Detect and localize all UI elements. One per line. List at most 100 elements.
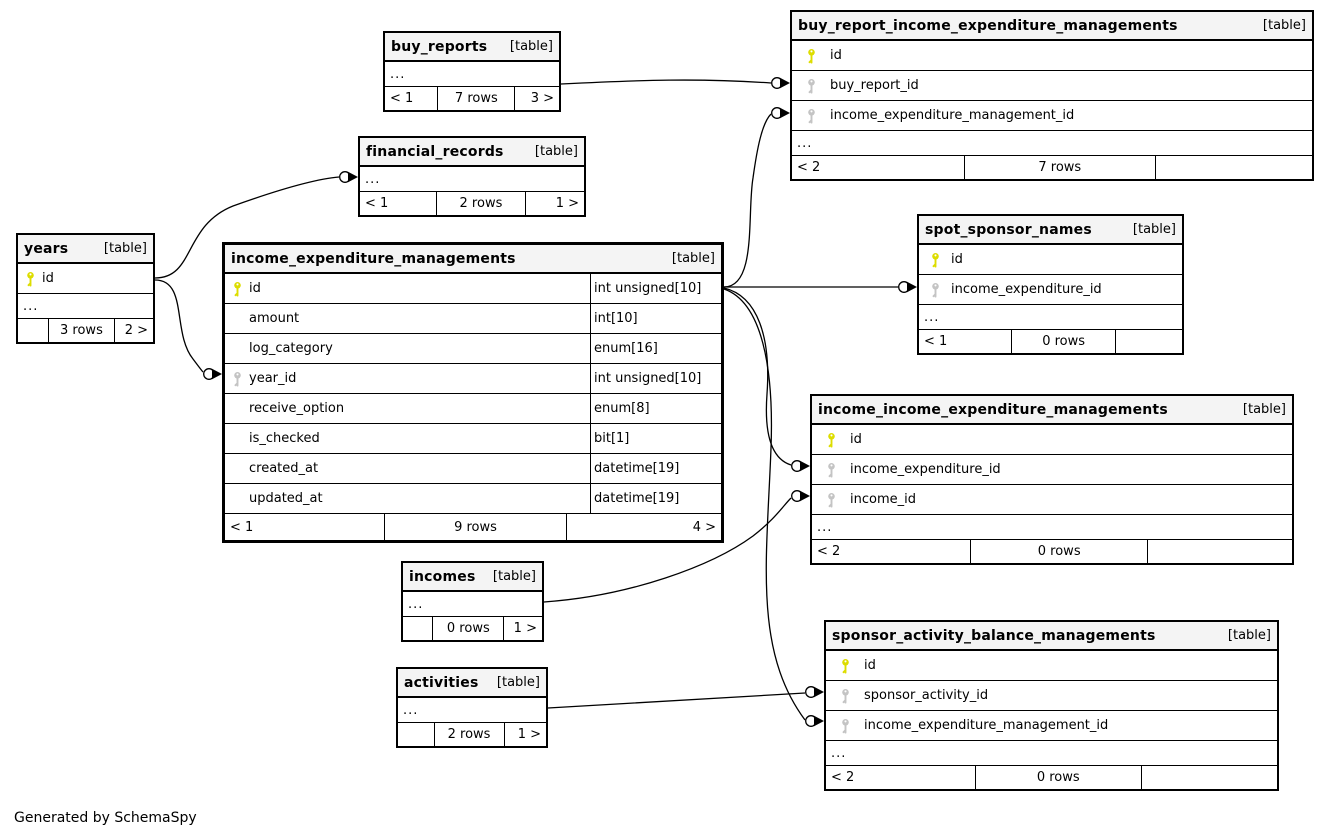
column-type: enum[16] — [590, 334, 721, 363]
column-row-buy_report_id: buy_report_id — [792, 71, 1312, 101]
key-glyph — [931, 282, 939, 298]
column-row-id: id — [792, 41, 1312, 71]
column-name: sponsor_activity_id — [864, 688, 989, 703]
more-columns-ellipsis: ... — [403, 592, 542, 617]
column-name: id — [951, 252, 963, 267]
zero-or-one-circle — [805, 715, 817, 727]
relationship-income_expenditure_managements.id-to-buy_report_income_expenditure_managements.income_expenditure_management_id — [723, 107, 790, 288]
primary-key-icon — [812, 432, 850, 448]
table-tag: [table] — [1262, 18, 1306, 33]
table-tag: [table] — [496, 675, 540, 690]
foreign-key-icon — [826, 718, 864, 734]
column-name: receive_option — [249, 401, 345, 416]
table-name: income_expenditure_managements — [231, 250, 516, 267]
arrowhead — [814, 686, 824, 698]
table-header-spot_sponsor_names[interactable]: spot_sponsor_names[table] — [919, 216, 1182, 245]
table-tag: [table] — [103, 241, 147, 256]
zero-or-one-circle — [791, 460, 803, 472]
column-name: year_id — [249, 371, 297, 386]
key-glyph — [233, 371, 241, 387]
table-name: buy_reports — [391, 38, 488, 55]
arrowhead — [800, 490, 810, 502]
table-name: sponsor_activity_balance_managements — [832, 627, 1156, 644]
arrowhead — [780, 107, 790, 119]
column-type: enum[8] — [590, 394, 721, 423]
column-name: id — [864, 658, 876, 673]
table-sponsor_activity_balance_managements: sponsor_activity_balance_managements[tab… — [824, 620, 1279, 791]
relationship-income_expenditure_managements.id-to-spot_sponsor_names.income_expenditure_id — [724, 281, 917, 293]
footer-row-count: 0 rows — [432, 617, 505, 640]
footer-parent-count: < 1 — [924, 334, 948, 349]
table-header-buy_reports[interactable]: buy_reports[table] — [385, 33, 559, 62]
key-glyph — [841, 658, 849, 674]
key-glyph — [233, 281, 241, 297]
zero-or-one-circle — [203, 368, 215, 380]
more-columns-ellipsis: ... — [919, 305, 1182, 330]
primary-key-icon — [18, 271, 42, 287]
footer-row-count: 7 rows — [437, 87, 516, 110]
footer-parent-count: < 2 — [831, 770, 855, 785]
primary-key-icon — [792, 48, 830, 64]
arrowhead — [780, 77, 790, 89]
relationship-income_expenditure_managements.id-to-income_income_expenditure_managements.income_expenditure_id — [723, 287, 810, 472]
table-name: financial_records — [366, 143, 504, 160]
table-tag: [table] — [492, 569, 536, 584]
arrowhead — [800, 460, 810, 472]
column-type: int unsigned[10] — [590, 364, 721, 393]
more-columns-ellipsis: ... — [792, 131, 1312, 156]
footer-parent-count: < 1 — [230, 519, 254, 535]
arrowhead — [814, 715, 824, 727]
column-name: buy_report_id — [830, 78, 919, 93]
zero-or-one-circle — [805, 686, 817, 698]
column-type: int unsigned[10] — [590, 274, 721, 303]
arrowhead — [212, 368, 222, 380]
table-header-income_expenditure_managements[interactable]: income_expenditure_managements[table] — [225, 245, 721, 274]
footer-row-count: 2 rows — [433, 723, 505, 746]
foreign-key-icon — [812, 492, 850, 508]
zero-or-one-circle — [771, 77, 783, 89]
footer-child-count — [1148, 540, 1292, 563]
footer-child-count: 3 > — [530, 91, 554, 106]
footer-child-count: 2 > — [124, 323, 148, 338]
column-type: datetime[19] — [590, 454, 721, 483]
key-glyph — [827, 432, 835, 448]
key-glyph — [807, 78, 815, 94]
footer-child-count — [1116, 330, 1182, 353]
zero-or-one-circle — [339, 171, 351, 183]
footer-row-count: 3 rows — [47, 319, 116, 342]
footer-child-count: 1 > — [555, 196, 579, 211]
more-columns-ellipsis: ... — [826, 741, 1277, 766]
column-name: income_expenditure_management_id — [864, 718, 1109, 733]
footer-child-count — [1142, 766, 1277, 789]
zero-or-one-circle — [771, 107, 783, 119]
footer-row-count: 2 rows — [436, 192, 526, 215]
table-header-financial_records[interactable]: financial_records[table] — [360, 138, 584, 167]
table-header-activities[interactable]: activities[table] — [398, 669, 546, 698]
column-row-sponsor_activity_id: sponsor_activity_id — [826, 681, 1277, 711]
footer-parent-count: < 2 — [817, 544, 841, 559]
table-header-income_income_expenditure_managements[interactable]: income_income_expenditure_managements[ta… — [812, 396, 1292, 425]
table-header-buy_report_income_expenditure_managements[interactable]: buy_report_income_expenditure_management… — [792, 12, 1312, 41]
foreign-key-icon — [792, 108, 830, 124]
table-header-sponsor_activity_balance_managements[interactable]: sponsor_activity_balance_managements[tab… — [826, 622, 1277, 651]
key-glyph — [827, 462, 835, 478]
table-header-incomes[interactable]: incomes[table] — [403, 563, 542, 592]
key-glyph — [807, 108, 815, 124]
footer-row-count: 0 rows — [1011, 330, 1117, 353]
foreign-key-icon — [792, 78, 830, 94]
footer-parent-count — [398, 723, 434, 746]
column-row-income_expenditure_management_id: income_expenditure_management_id — [792, 101, 1312, 131]
column-row-year_id: year_id int unsigned[10] — [225, 364, 721, 394]
table-header-years[interactable]: years [table] — [18, 235, 153, 264]
key-glyph — [841, 688, 849, 704]
column-name: income_expenditure_management_id — [830, 108, 1075, 123]
table-name: years — [24, 240, 69, 257]
more-columns-ellipsis: ... — [385, 62, 559, 87]
column-name: is_checked — [249, 431, 320, 446]
table-name: income_income_expenditure_managements — [818, 401, 1168, 418]
